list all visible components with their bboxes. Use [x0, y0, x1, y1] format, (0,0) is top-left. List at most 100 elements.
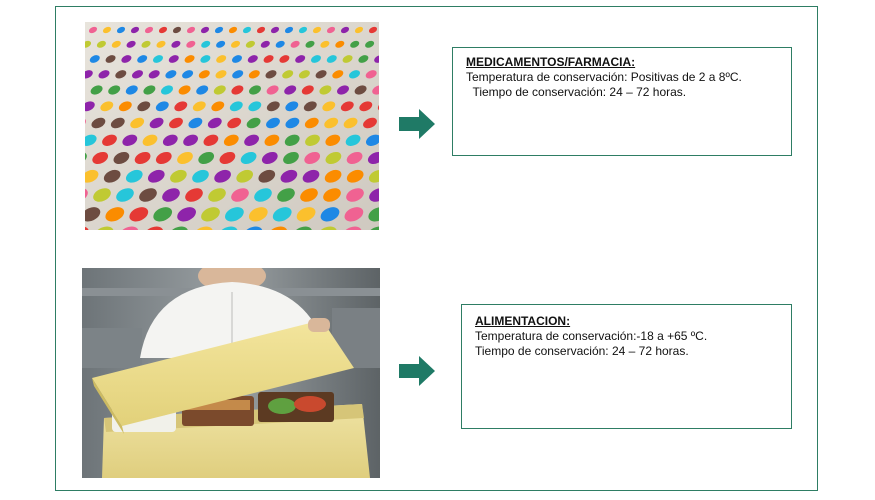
capsule	[290, 40, 300, 48]
capsule	[168, 55, 179, 63]
capsule	[246, 117, 261, 129]
capsule	[207, 117, 222, 129]
capsule	[219, 151, 236, 165]
capsule	[192, 169, 209, 183]
capsule	[229, 101, 243, 112]
capsule	[275, 40, 285, 48]
capsule	[369, 188, 379, 202]
capsule	[85, 207, 101, 222]
pharmacy-info-box: MEDICAMENTOS/FARMACIA: Temperatura de co…	[452, 47, 792, 156]
food-container-photo	[82, 268, 380, 478]
capsule	[345, 134, 361, 146]
capsule	[169, 117, 183, 129]
pharmacy-time: Tiempo de conservación: 24 – 72 horas.	[466, 85, 687, 99]
page-frame	[55, 6, 818, 491]
capsule	[130, 117, 145, 129]
capsule	[85, 101, 95, 112]
capsule	[137, 55, 148, 63]
capsule	[335, 40, 345, 48]
capsule	[170, 169, 187, 183]
capsule	[155, 151, 172, 165]
capsule	[248, 70, 260, 79]
capsule	[132, 70, 143, 79]
capsule	[368, 207, 379, 222]
capsule	[155, 101, 169, 112]
capsule	[215, 70, 227, 79]
capsule	[265, 70, 277, 79]
food-time: Tiempo de conservación: 24 – 72 horas.	[475, 344, 689, 358]
capsule	[242, 26, 252, 34]
capsule	[165, 70, 177, 79]
capsule	[156, 40, 166, 48]
capsule	[143, 85, 156, 95]
capsule	[305, 40, 315, 48]
capsule	[343, 117, 358, 129]
capsule	[85, 169, 99, 183]
capsule	[296, 207, 316, 222]
capsule	[110, 117, 125, 129]
capsule	[211, 101, 225, 112]
right-arrow-icon	[399, 109, 435, 139]
capsule	[266, 117, 280, 129]
capsule	[200, 55, 211, 63]
capsule	[359, 101, 373, 112]
capsule	[340, 101, 354, 112]
capsule	[374, 55, 379, 63]
capsule	[325, 134, 341, 146]
capsule	[125, 85, 138, 95]
capsule	[266, 101, 280, 112]
capsule	[363, 117, 377, 129]
capsule	[298, 26, 308, 34]
capsule	[305, 134, 320, 146]
capsule	[366, 134, 379, 146]
capsule	[284, 134, 300, 146]
capsule	[172, 26, 182, 34]
capsule	[256, 26, 266, 34]
capsule	[230, 40, 241, 48]
capsule	[162, 188, 180, 202]
capsule	[354, 85, 367, 95]
capsule	[126, 40, 136, 48]
capsule	[332, 70, 344, 79]
capsule	[304, 151, 321, 165]
capsule	[216, 55, 227, 63]
capsule	[272, 207, 292, 222]
capsule	[295, 55, 306, 63]
capsule	[310, 55, 322, 63]
pills-blister-photo	[85, 22, 379, 230]
capsule	[247, 55, 258, 63]
capsule	[365, 40, 375, 48]
capsule	[304, 117, 319, 129]
capsule	[102, 26, 112, 34]
capsule	[214, 26, 224, 34]
capsule	[201, 40, 211, 48]
capsule	[213, 85, 226, 95]
capsule	[162, 134, 178, 146]
capsule	[284, 26, 294, 34]
right-arrow-icon	[399, 356, 435, 386]
capsule	[129, 207, 149, 222]
capsule	[196, 85, 209, 95]
capsule	[116, 26, 126, 34]
capsule	[105, 55, 116, 63]
capsule	[346, 169, 364, 183]
capsule	[264, 134, 280, 146]
capsule	[203, 134, 219, 146]
capsule	[312, 26, 322, 34]
capsule	[200, 26, 210, 34]
capsule	[283, 151, 299, 165]
capsule	[147, 169, 165, 183]
capsule	[326, 26, 336, 34]
capsule	[198, 70, 210, 79]
capsule	[248, 207, 268, 222]
capsule	[346, 188, 364, 202]
capsule	[130, 26, 140, 34]
capsule	[134, 151, 151, 165]
capsule	[188, 117, 203, 129]
capsule	[277, 188, 295, 202]
capsule	[111, 40, 121, 48]
capsule	[115, 70, 127, 79]
capsule	[344, 207, 364, 222]
food-info-box: ALIMENTACION: Temperatura de conservació…	[461, 304, 792, 429]
capsule	[92, 151, 109, 165]
